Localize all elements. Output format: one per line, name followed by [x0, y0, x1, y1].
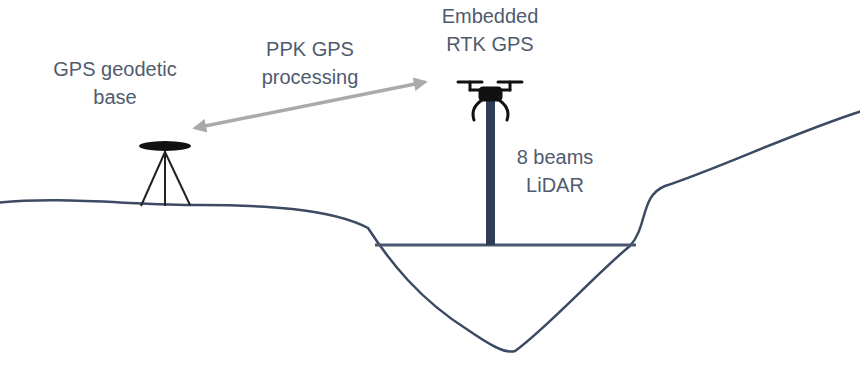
- terrain-profile: [0, 110, 860, 352]
- lidar-pole: [486, 98, 495, 245]
- edge-label: PPK GPS processing: [255, 35, 365, 91]
- double-arrow: [195, 82, 425, 128]
- sensor-label: 8 beams LiDAR: [500, 143, 610, 199]
- drone-group: Embedded RTK GPS: [425, 2, 555, 120]
- base-station-group: GPS geodetic base: [35, 55, 195, 205]
- node-label: GPS geodetic base: [40, 55, 190, 111]
- node-label: Embedded RTK GPS: [430, 2, 550, 58]
- tripod: [139, 141, 191, 206]
- drone: [458, 82, 522, 120]
- water-line: [375, 244, 636, 247]
